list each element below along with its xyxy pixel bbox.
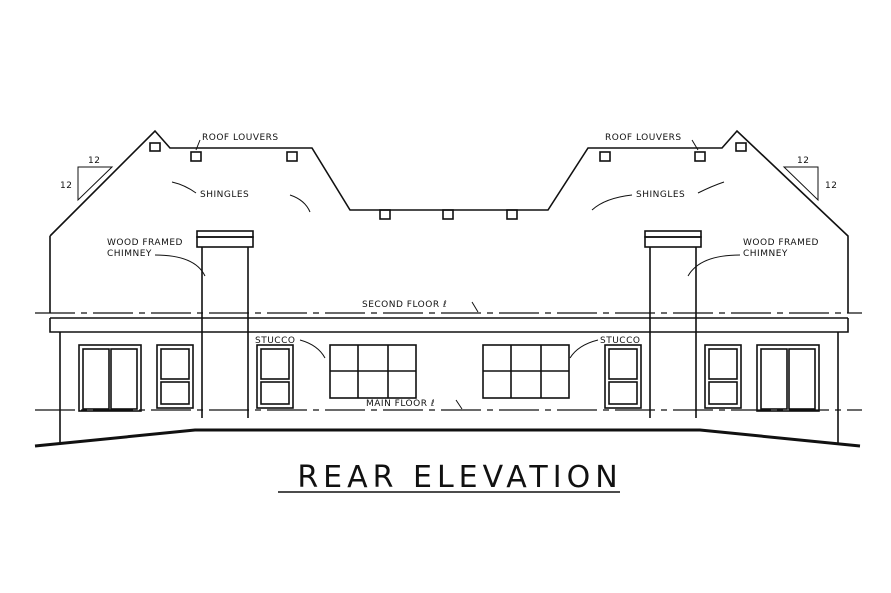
- label-chimney-right-1: WOOD FRAMED: [743, 238, 819, 248]
- label-chimney-left-1: WOOD FRAMED: [107, 238, 183, 248]
- eave-band: [49, 317, 849, 333]
- roof-outline: [49, 129, 849, 313]
- label-chimney-left-2: CHIMNEY: [107, 249, 152, 259]
- label-roof-louvers-right: ROOF LOUVERS: [605, 133, 682, 143]
- drawing-title: REAR ELEVATION: [297, 460, 622, 495]
- pitch-symbol-left: 12 12: [60, 156, 114, 202]
- pitch-rise-right: 12: [825, 181, 837, 191]
- label-stucco-right: STUCCO: [600, 336, 640, 346]
- pitch-run-left: 12: [88, 156, 100, 166]
- label-second-floor: SECOND FLOOR ℓ: [362, 300, 447, 310]
- pitch-symbol-right: 12 12: [782, 156, 837, 202]
- label-main-floor: MAIN FLOOR ℓ: [366, 399, 435, 409]
- label-shingles-right: SHINGLES: [636, 190, 685, 200]
- roof-louvers: [149, 142, 747, 220]
- label-roof-louvers-left: ROOF LOUVERS: [202, 133, 279, 143]
- label-chimney-right-2: CHIMNEY: [743, 249, 788, 259]
- pitch-run-right: 12: [797, 156, 809, 166]
- ground-line: [34, 428, 861, 448]
- wall-outline: [59, 332, 839, 445]
- label-shingles-left: SHINGLES: [200, 190, 249, 200]
- chimney-right: [644, 230, 702, 418]
- label-stucco-left: STUCCO: [255, 336, 295, 346]
- pitch-rise-left: 12: [60, 181, 72, 191]
- chimney-left: [196, 230, 254, 418]
- leader-arrows: [154, 139, 741, 410]
- openings: [78, 344, 820, 412]
